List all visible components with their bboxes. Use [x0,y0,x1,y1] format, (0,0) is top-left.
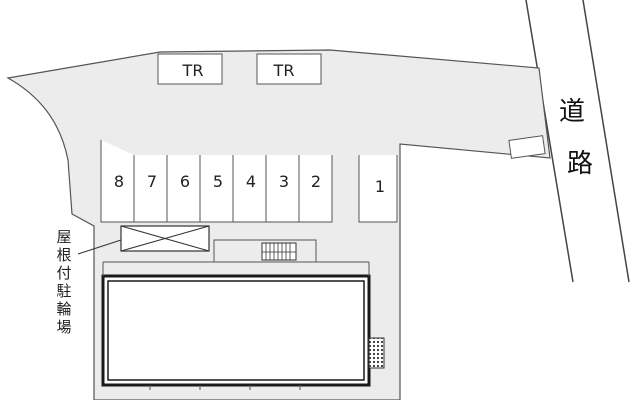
parking-space-1: 1 [358,155,398,223]
bike-parking-label-char: 付 [56,264,71,282]
bike-parking-label-char: 場 [56,318,71,336]
road-label-char: 路 [567,149,593,179]
bike-parking-area [120,225,210,252]
parking-number: 7 [147,172,157,191]
road-edge-left [525,0,574,283]
stairs-icon [261,242,297,261]
parking-number: 2 [311,172,321,191]
road-edge-right [582,0,630,283]
parking-row: 8 7 6 5 4 3 2 [100,140,333,223]
bike-parking-label-char: 屋 [56,228,71,246]
bike-parking-leader [77,239,122,255]
road-label: 道 路 [559,97,593,179]
entrance-block [213,239,317,262]
building [101,261,371,390]
parking-number: 4 [246,172,256,191]
road-side-box [508,135,546,159]
bike-parking-label-char: 輪 [56,300,71,318]
truck-room-label: TR [273,61,295,80]
parking-number: 6 [180,172,190,191]
parking-number: 1 [375,177,385,196]
bike-parking-label: 屋 根 付 駐 輪 場 [56,228,71,336]
truck-room-1: TR [157,53,223,85]
bike-parking-label-char: 根 [56,246,71,264]
truck-room-label: TR [182,61,204,80]
road-label-char: 道 [559,97,585,127]
parking-number: 8 [114,172,124,191]
garbage-area-icon [368,337,385,369]
parking-number: 3 [279,172,289,191]
parking-number: 5 [213,172,223,191]
bike-parking-label-char: 駐 [56,282,71,300]
truck-room-2: TR [256,53,322,85]
